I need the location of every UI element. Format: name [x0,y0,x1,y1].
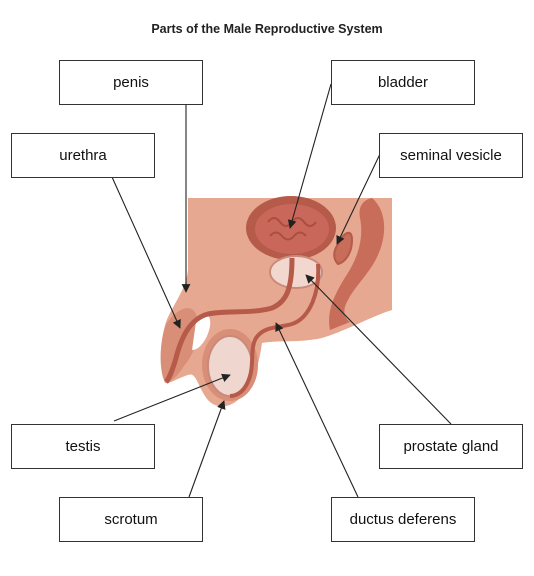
label-scrotum: scrotum [59,497,203,542]
label-testis: testis [11,424,155,469]
leader-urethra [111,176,181,329]
label-prostate-gland: prostate gland [379,424,523,469]
label-urethra: urethra [11,133,155,178]
leader-prostate-gland [305,274,452,425]
urethra-tube [164,257,295,384]
leader-scrotum [188,400,226,498]
leader-bladder [287,83,332,229]
label-ductus-deferens: ductus deferens [331,497,475,542]
rectum-shape [329,198,385,330]
label-penis: penis [59,60,203,105]
label-bladder: bladder [331,60,475,105]
leader-ductus-deferens [275,322,359,498]
seminal-vesicle-shape [333,231,354,266]
ductus-deferens-tube [229,263,321,398]
diagram-title: Parts of the Male Reproductive System [151,22,383,36]
leader-seminal-vesicle [336,153,381,245]
bladder-inner [255,204,329,254]
label-seminal-vesicle: seminal vesicle [379,133,523,178]
leader-testis [113,373,231,422]
penis-scrotum-gap [192,314,211,350]
